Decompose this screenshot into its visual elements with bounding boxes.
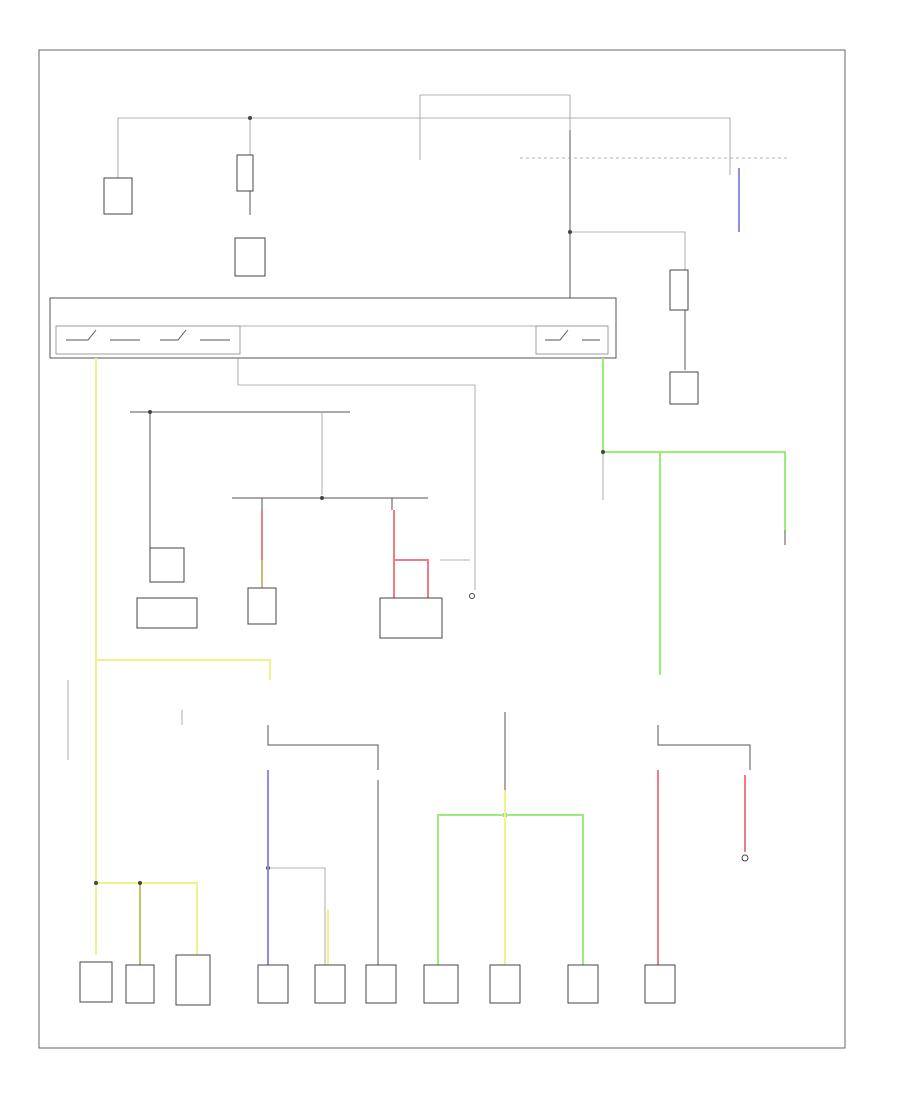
lamp-8 (489, 964, 521, 1004)
relay-right (669, 269, 689, 311)
lamp-2 (125, 964, 155, 1004)
lamp-4 (257, 964, 289, 1004)
ecm-left (149, 547, 185, 583)
relay-top-left (236, 154, 254, 192)
red-wire-fan-relay (393, 510, 429, 598)
bottom-loads (79, 954, 676, 1006)
generator (103, 177, 133, 215)
lamp-1 (79, 961, 113, 1003)
igniter (247, 587, 277, 625)
sensor (469, 593, 475, 599)
lamp-9 (567, 964, 599, 1004)
diagram-frame (38, 49, 846, 1049)
green-wire-lower (437, 814, 584, 965)
yellow-wire-branch-top (96, 659, 271, 680)
starter-relay (234, 237, 266, 277)
lamp-5 (314, 964, 346, 1004)
lamp-6 (365, 964, 397, 1004)
lamp-10 (644, 964, 676, 1004)
green-wire-main (602, 358, 786, 530)
fan-relay (379, 597, 443, 639)
fuse-box (49, 297, 617, 359)
yellow-wire-branch-bottom (96, 882, 198, 960)
green-wire-down (603, 451, 661, 675)
middle-wiring (130, 358, 476, 590)
lamp-7 (423, 964, 459, 1004)
lower-wiring (67, 680, 751, 965)
lower-right-relay (669, 371, 699, 405)
lamp-3 (175, 954, 211, 1006)
horn (136, 597, 198, 629)
